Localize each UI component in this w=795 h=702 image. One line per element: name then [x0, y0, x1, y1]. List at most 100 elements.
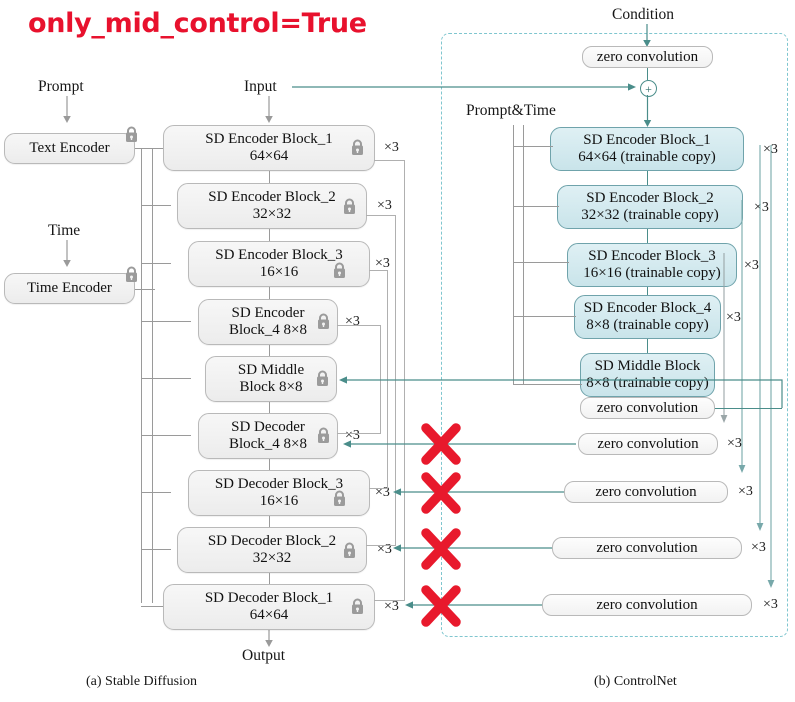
- repeat-count: ×3: [751, 540, 766, 555]
- sd-chain-link: [269, 402, 270, 413]
- cn-bus-stub: [513, 384, 582, 385]
- zero-convolution-4[interactable]: zero convolution: [578, 433, 718, 455]
- caption-controlnet: (b) ControlNet: [594, 674, 677, 689]
- arrow-zeroconv-2-to-decoder-2: [393, 544, 552, 552]
- arrow-cn-middle-to-sd-middle: [339, 376, 783, 408]
- zero-convolution-2[interactable]: zero convolution: [552, 537, 742, 559]
- zero-conv-label: zero convolution: [597, 435, 699, 452]
- cn-middle-outlet: [715, 408, 782, 409]
- cn-bus-stub: [513, 316, 576, 317]
- block-subtitle: 64×64: [249, 148, 289, 164]
- repeat-count: ×3: [738, 484, 753, 499]
- cn-rail-to-zeroconv-4: [720, 253, 728, 423]
- lock-icon: [344, 198, 355, 214]
- block-title: SD Middle: [237, 362, 305, 378]
- label-output: Output: [242, 647, 286, 664]
- lock-icon: [334, 490, 345, 506]
- repeat-count: ×3: [754, 200, 769, 215]
- time-encoder-label: Time Encoder: [27, 280, 112, 296]
- cn-rail-to-zeroconv-1: [767, 145, 775, 588]
- sd-chain-link: [269, 573, 270, 584]
- skip-rail-3: [387, 270, 388, 488]
- block-subtitle: 16×16: [259, 493, 299, 509]
- sd-chain-link: [269, 459, 270, 470]
- cn-prompt-time-bus: [513, 125, 514, 385]
- arrow-prompt-down: [63, 96, 71, 123]
- zero-convolution-3[interactable]: zero convolution: [564, 481, 728, 503]
- zero-conv-label: zero convolution: [596, 596, 698, 613]
- block-title: SD Decoder Block_1: [204, 590, 334, 606]
- cn-rail-to-zeroconv-2: [756, 145, 764, 531]
- cn-chain-link: [647, 287, 648, 295]
- label-condition: Condition: [612, 6, 675, 23]
- skip-stub: [366, 215, 396, 216]
- bus-stub: [141, 606, 171, 607]
- lock-icon: [318, 427, 329, 443]
- cn-chain-link: [647, 229, 648, 243]
- block-subtitle: Block 8×8: [239, 379, 303, 395]
- sd-chain-link: [269, 171, 270, 183]
- text-encoder-block[interactable]: Text Encoder: [4, 133, 135, 164]
- lock-icon: [352, 139, 363, 155]
- repeat-count: ×3: [727, 436, 742, 451]
- repeat-count: ×3: [744, 258, 759, 273]
- skip-stub: [369, 488, 388, 489]
- block-subtitle: 64×64: [249, 607, 289, 623]
- sd-chain-link: [269, 229, 270, 241]
- controlnet-input-zero-convolution[interactable]: zero convolution: [582, 46, 713, 68]
- zero-conv-label: zero convolution: [596, 48, 699, 65]
- cn-encoder-block-2[interactable]: SD Encoder Block_2 32×32 (trainable copy…: [557, 185, 743, 229]
- sd-encoder-block-1[interactable]: SD Encoder Block_1 64×64: [163, 125, 375, 171]
- skip-rail-4: [380, 325, 381, 433]
- lock-icon: [334, 262, 345, 278]
- cross-decoder-4-icon: [421, 423, 461, 465]
- lock-icon: [352, 598, 363, 614]
- sd-decoder-block-2[interactable]: SD Decoder Block_2 32×32: [177, 527, 367, 573]
- block-title: SD Decoder Block_3: [214, 476, 344, 492]
- bus-stub: [135, 148, 165, 149]
- cn-encoder-block-4[interactable]: SD Encoder Block_4 8×8 (trainable copy): [574, 295, 721, 339]
- cn-bus-stub: [513, 206, 559, 207]
- block-subtitle: 32×32: [252, 206, 292, 222]
- block-title: SD Middle Block: [594, 358, 701, 374]
- sd-middle-block[interactable]: SD Middle Block 8×8: [205, 356, 337, 402]
- block-title: SD Encoder Block_1: [205, 131, 333, 147]
- bus-stub: [141, 205, 171, 206]
- skip-stub: [374, 160, 405, 161]
- block-title: SD Encoder Block_2: [586, 190, 714, 206]
- cross-decoder-3-icon: [421, 472, 461, 514]
- sd-decoder-block-4[interactable]: SD Decoder Block_4 8×8: [198, 413, 338, 459]
- cn-encoder-block-3[interactable]: SD Encoder Block_3 16×16 (trainable copy…: [567, 243, 737, 287]
- sd-encoder-block-2[interactable]: SD Encoder Block_2 32×32: [177, 183, 367, 229]
- cn-rail-to-zeroconv-3: [738, 200, 746, 473]
- cn-encoder-block-1[interactable]: SD Encoder Block_1 64×64 (trainable copy…: [550, 127, 744, 171]
- block-subtitle: 8×8 (trainable copy): [586, 375, 709, 391]
- block-title: SD Decoder Block_2: [207, 533, 337, 549]
- skip-stub: [337, 325, 381, 326]
- sd-encoder-block-4[interactable]: SD Encoder Block_4 8×8: [198, 299, 338, 345]
- lock-icon: [126, 266, 137, 282]
- cn-middle-zero-convolution[interactable]: zero convolution: [580, 397, 715, 419]
- cn-middle-block[interactable]: SD Middle Block 8×8 (trainable copy): [580, 353, 715, 397]
- lock-icon: [344, 542, 355, 558]
- block-subtitle: Block_4 8×8: [228, 322, 308, 338]
- lock-icon: [126, 126, 137, 142]
- zero-convolution-1[interactable]: zero convolution: [542, 594, 752, 616]
- bus-stub: [141, 492, 171, 493]
- arrow-input-down: [265, 96, 273, 123]
- sd-decoder-block-1[interactable]: SD Decoder Block_1 64×64: [163, 584, 375, 630]
- block-subtitle: 16×16: [259, 264, 299, 280]
- zero-conv-label: zero convolution: [596, 399, 699, 416]
- sd-decoder-block-3[interactable]: SD Decoder Block_3 16×16: [188, 470, 370, 516]
- time-encoder-block[interactable]: Time Encoder: [4, 273, 135, 304]
- block-subtitle: 16×16 (trainable copy): [583, 265, 721, 281]
- repeat-count: ×3: [726, 310, 741, 325]
- sd-chain-link: [269, 345, 270, 356]
- cn-chain-link: [647, 339, 648, 353]
- sd-encoder-block-3[interactable]: SD Encoder Block_3 16×16: [188, 241, 370, 287]
- time-encoder-bus: [152, 148, 153, 603]
- repeat-count: ×3: [345, 314, 360, 329]
- block-subtitle: 8×8 (trainable copy): [586, 317, 709, 333]
- block-subtitle: 32×32: [252, 550, 292, 566]
- cn-chain-link: [647, 171, 648, 185]
